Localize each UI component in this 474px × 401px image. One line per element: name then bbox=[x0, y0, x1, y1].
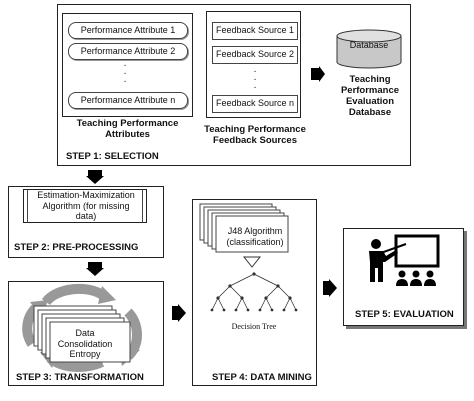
transformation-process: Data Consolidation Entropy bbox=[57, 328, 113, 359]
feedback-ellipsis: ··· bbox=[253, 66, 257, 93]
decision-tree-icon bbox=[210, 272, 298, 312]
feedback-source-1: Feedback Source 1 bbox=[212, 22, 298, 40]
attribute-item-n: Performance Attribute n bbox=[68, 92, 188, 109]
database-caption: Teaching Performance Evaluation Database bbox=[340, 74, 400, 118]
attribute-ellipsis: ··· bbox=[123, 60, 127, 87]
arrow-down-icon bbox=[86, 262, 104, 276]
database-label: Database bbox=[349, 40, 389, 50]
preprocessing-left-bar bbox=[27, 189, 28, 223]
stacked-pages-icon bbox=[199, 203, 289, 253]
preprocessing-right-bar bbox=[142, 189, 143, 223]
data-mining-algorithm: J48 Algorithm (classification) bbox=[226, 226, 284, 247]
arrow-right-icon bbox=[323, 279, 337, 297]
transformation-step-label: STEP 3: TRANSFORMATION bbox=[16, 372, 144, 383]
transformation-cycle-icon bbox=[22, 283, 142, 372]
preprocessing-step-label: STEP 2: PRE-PROCESSING bbox=[14, 242, 139, 253]
data-mining-step-label: STEP 4: DATA MINING bbox=[212, 372, 312, 383]
feedback-source-n: Feedback Source n bbox=[212, 95, 298, 113]
attribute-item-1: Performance Attribute 1 bbox=[68, 22, 188, 39]
evaluation-step-label: STEP 5: EVALUATION bbox=[355, 309, 454, 320]
arrow-down-icon bbox=[86, 170, 104, 184]
decision-tree-label: Decision Tree bbox=[231, 322, 277, 331]
triangle-down-icon bbox=[242, 256, 262, 268]
feedback-source-2: Feedback Source 2 bbox=[212, 46, 298, 64]
teacher-presentation-icon bbox=[369, 234, 440, 286]
arrow-right-icon bbox=[172, 304, 186, 322]
selection-step-label: STEP 1: SELECTION bbox=[66, 151, 159, 162]
arrow-right-icon bbox=[311, 66, 325, 82]
database-icon bbox=[336, 29, 402, 69]
attributes-caption: Teaching Performance Attributes bbox=[76, 118, 179, 140]
preprocessing-algorithm: Estimation-Maximization Algorithm (for m… bbox=[37, 190, 135, 221]
preprocessing-algorithm-box bbox=[23, 189, 147, 223]
attribute-item-2: Performance Attribute 2 bbox=[68, 43, 188, 60]
feedback-caption: Teaching Performance Feedback Sources bbox=[204, 124, 306, 146]
